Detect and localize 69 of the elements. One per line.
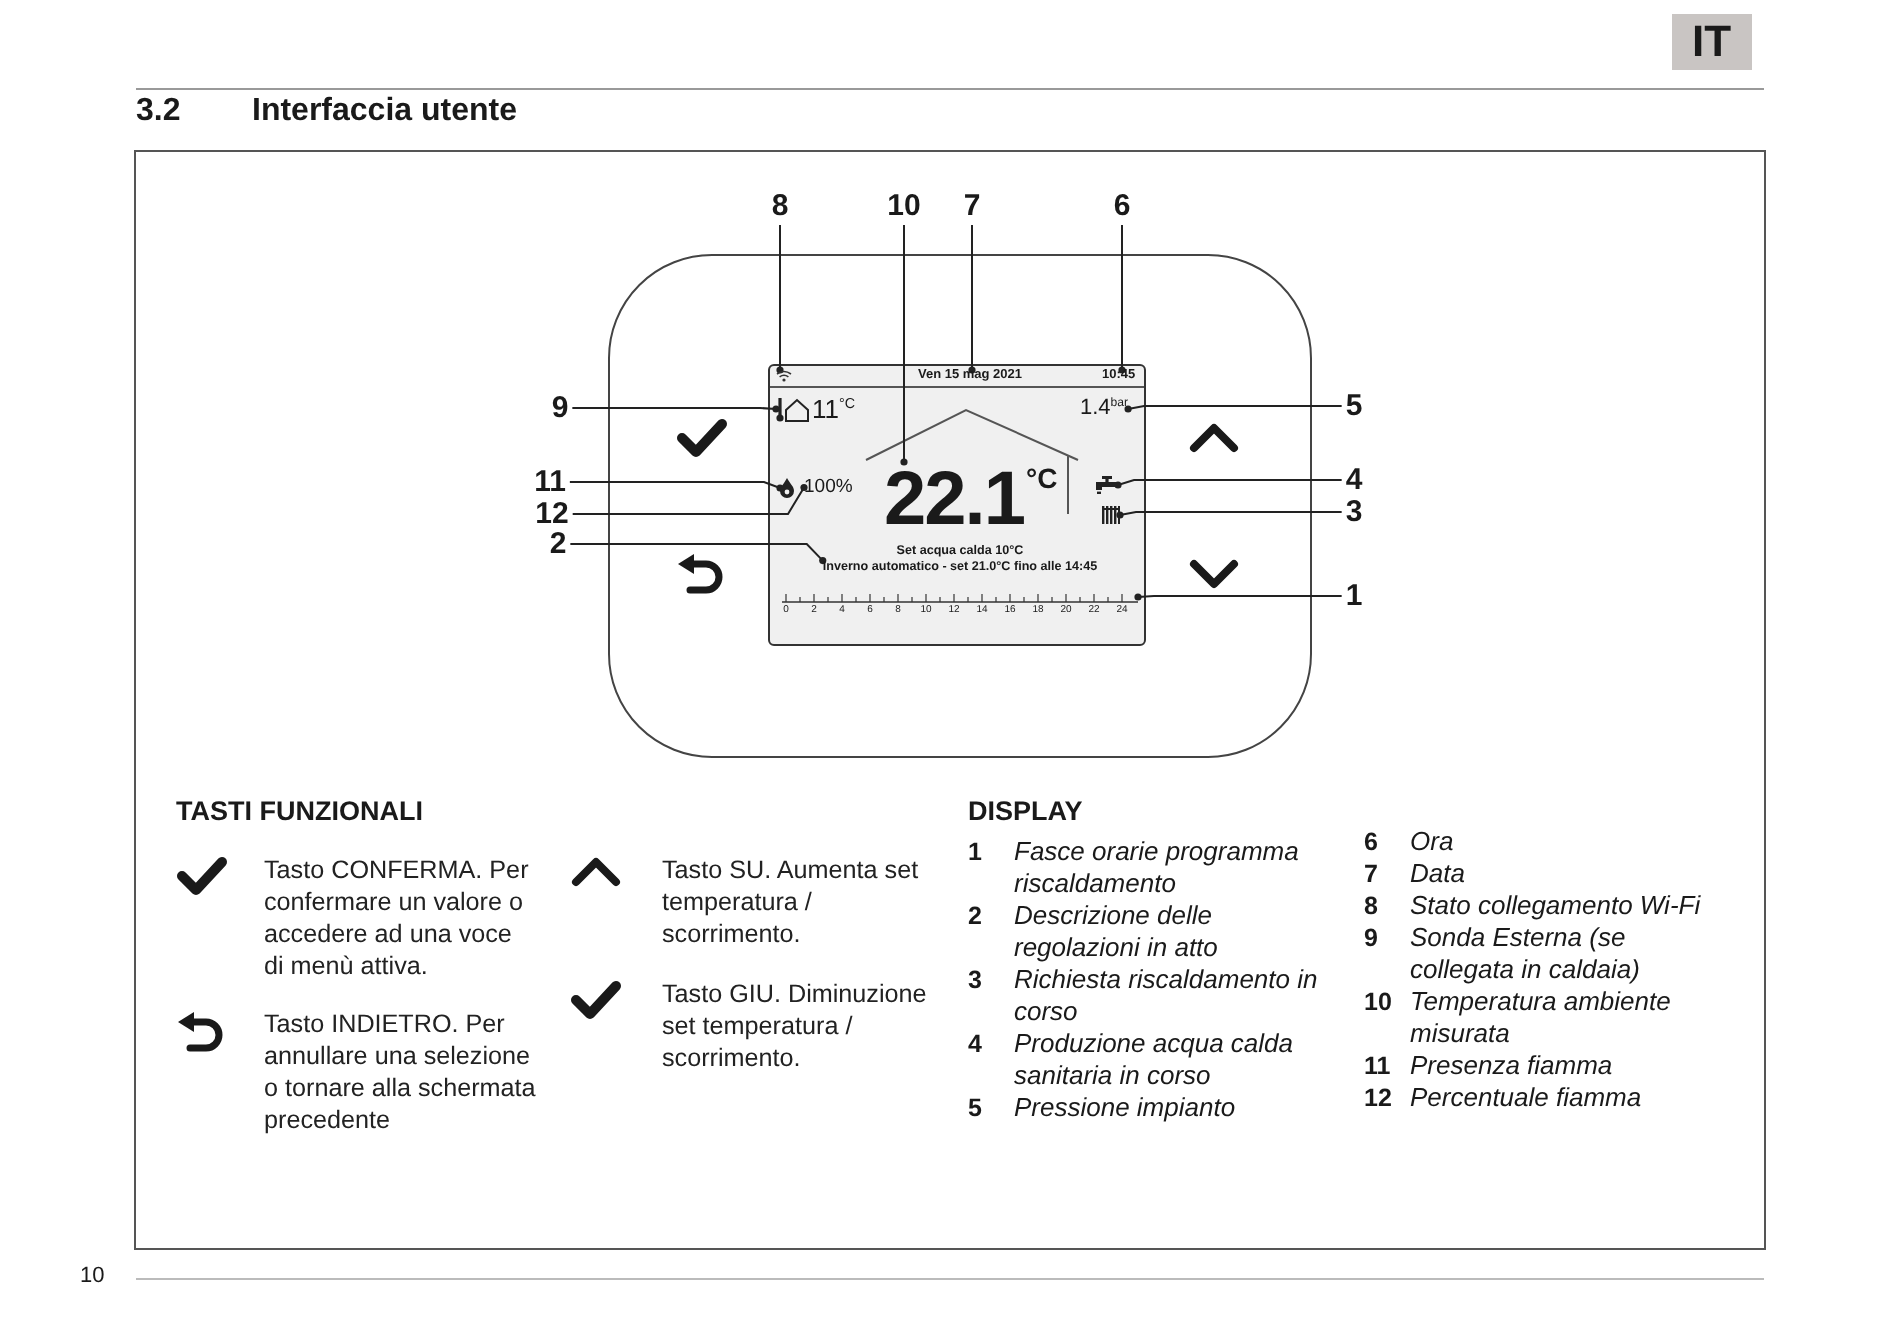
key-description: Tasto SU. Aumenta set temperatura / scorrimento.	[662, 854, 921, 950]
flame-percentage: 100%	[804, 478, 853, 497]
item-description: Produzione acqua calda sanitaria in corso	[1014, 1028, 1295, 1092]
leader-line	[1134, 593, 1343, 601]
callout-number: 8	[771, 189, 789, 223]
item-number: 3	[968, 964, 984, 998]
temperature-value: 22.1	[884, 462, 1024, 538]
outdoor-temperature	[776, 396, 856, 422]
section-heading: TASTI FUNZIONALI	[176, 796, 423, 826]
item-number: 12	[1364, 1082, 1394, 1114]
item-number: 6	[1364, 826, 1380, 858]
callout-number: 5	[1345, 389, 1363, 423]
item-number: 2	[968, 900, 984, 934]
wifi-icon	[776, 370, 792, 382]
leader-line	[1124, 405, 1343, 413]
leader-line	[571, 483, 808, 515]
item-description: Pressione impianto	[1014, 1092, 1238, 1124]
pressure-reading: 1.4$^{bar}$	[1080, 398, 1129, 420]
leader-line	[1118, 224, 1126, 374]
temperature-unit: °C	[1025, 464, 1058, 492]
leader-line	[569, 543, 827, 565]
callout-number: 11	[534, 465, 566, 499]
leader-line	[900, 224, 908, 466]
item-number: 10	[1364, 986, 1394, 1020]
item-description: Fasce orarie programma riscaldamento	[1014, 836, 1301, 900]
leader-line	[1114, 479, 1343, 489]
item-number: 8	[1364, 890, 1380, 922]
leader-line	[571, 405, 780, 413]
item-number: 4	[968, 1028, 984, 1062]
callout-number: 9	[551, 391, 569, 425]
callout-number: 10	[887, 189, 921, 223]
section-title: Interfaccia utente	[252, 94, 517, 130]
leader-line	[968, 224, 976, 374]
item-description: Stato collegamento Wi-Fi	[1410, 890, 1703, 922]
tap-icon	[1096, 476, 1118, 494]
item-description: Percentuale fiamma	[1410, 1082, 1644, 1114]
item-number: 1	[968, 836, 984, 870]
section-heading: DISPLAY	[968, 796, 1083, 826]
item-description: Presenza fiamma	[1410, 1050, 1615, 1082]
callout-number: 3	[1345, 495, 1363, 529]
leader-line	[1116, 511, 1343, 519]
item-number: 5	[968, 1092, 984, 1124]
item-number: 7	[1364, 858, 1380, 890]
radiator-icon	[1102, 506, 1120, 524]
item-number: 9	[1364, 922, 1380, 956]
language-badge: IT	[1672, 14, 1752, 70]
item-description: Sonda Esterna (se collegata in caldaia)	[1410, 922, 1642, 986]
callout-number: 6	[1113, 189, 1131, 223]
section-number: 3.2	[136, 94, 181, 130]
leader-line	[568, 481, 784, 492]
callout-number: 2	[549, 527, 567, 561]
leader-line	[776, 224, 784, 374]
item-description: Descrizione delle regolazioni in atto	[1014, 900, 1220, 964]
item-description: Ora	[1410, 826, 1456, 858]
item-number: 11	[1364, 1050, 1393, 1082]
callout-number: 4	[1345, 463, 1363, 497]
item-description: Temperatura ambiente misurata	[1410, 986, 1673, 1050]
timeline-bar	[782, 590, 1138, 604]
callout-number: 12	[535, 497, 569, 531]
item-description: Data	[1410, 858, 1467, 890]
callout-number: 7	[963, 189, 981, 223]
outdoor-temperature-text: 11$^{°C}$	[812, 396, 856, 422]
flame-icon	[780, 478, 794, 498]
key-description: Tasto GIU. Diminuzione set temperatura / scorrimento.	[662, 978, 929, 1074]
callout-number: 1	[1345, 579, 1363, 613]
key-description: Tasto CONFERMA. Per confermare un valore o accedere ad una voce di menù attiva.	[264, 854, 531, 982]
key-description: Tasto INDIETRO. Per annullare una selezione o tornare alla schermata precedente	[264, 1008, 538, 1136]
item-description: Richiesta riscaldamento in corso	[1014, 964, 1320, 1028]
page-number: 10	[80, 1264, 105, 1288]
